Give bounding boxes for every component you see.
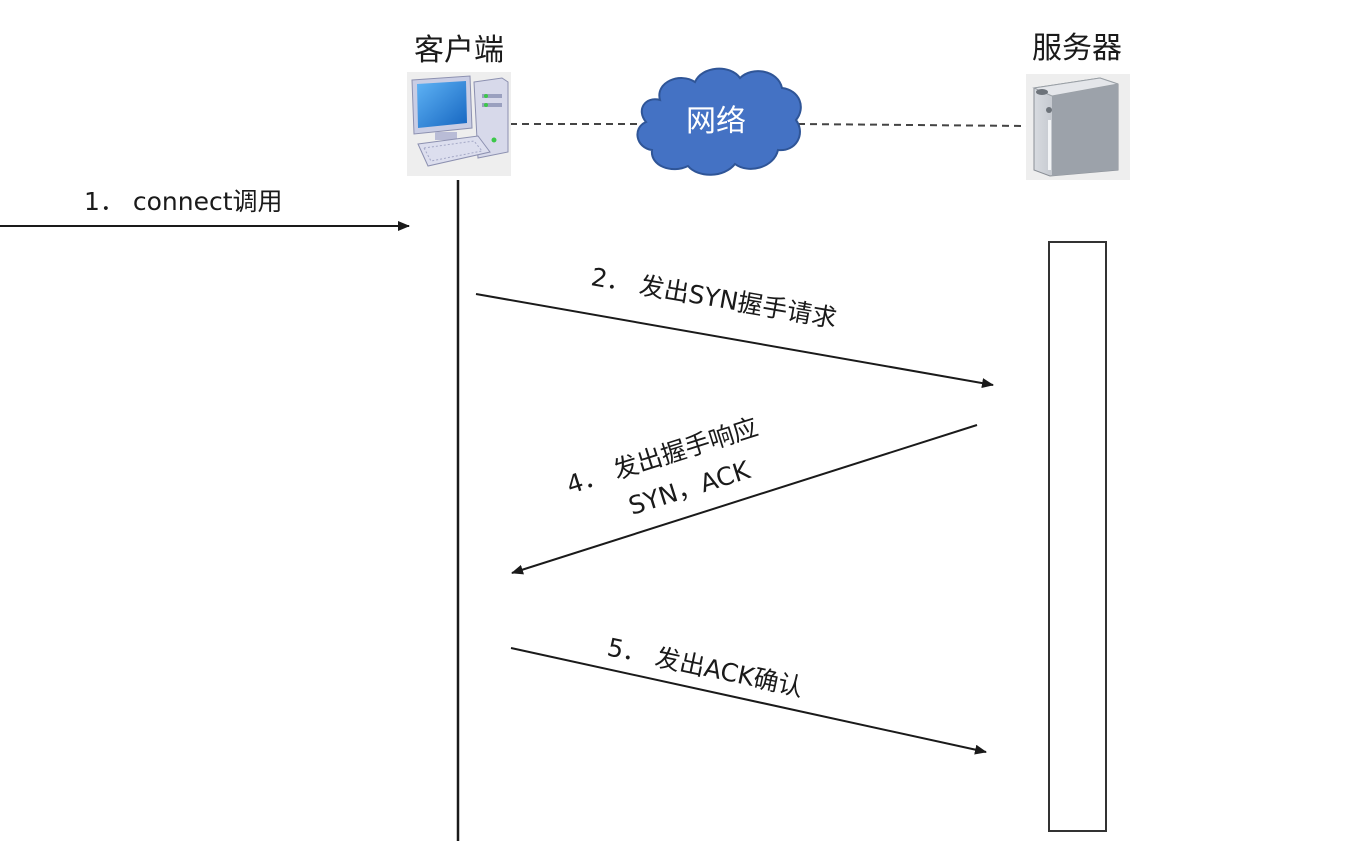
server-activation-box <box>1048 241 1107 832</box>
step-2-arrow <box>475 293 994 389</box>
step-2-label: 2． 发出SYN握手请求 <box>589 262 839 333</box>
step-5-arrow <box>510 647 987 755</box>
client-title: 客户端 <box>414 33 504 68</box>
server-title: 服务器 <box>1032 31 1122 66</box>
desktop-computer-icon <box>407 72 511 176</box>
step-4-arrow <box>511 424 978 575</box>
step-4: 4． 发出握手响应 SYN，ACK <box>511 412 978 575</box>
step-5: 5． 发出ACK确认 <box>510 633 987 755</box>
server-tower-icon <box>1026 74 1130 180</box>
step-1-label: 1． connect调用 <box>84 187 283 216</box>
step-1: 1． connect调用 <box>0 187 410 231</box>
step-2: 2． 发出SYN握手请求 <box>475 262 994 389</box>
network-server-link <box>797 123 1029 127</box>
network-label: 网络 <box>686 104 746 139</box>
cloud-icon: 网络 <box>636 67 802 176</box>
step-5-label: 5． 发出ACK确认 <box>605 633 806 703</box>
